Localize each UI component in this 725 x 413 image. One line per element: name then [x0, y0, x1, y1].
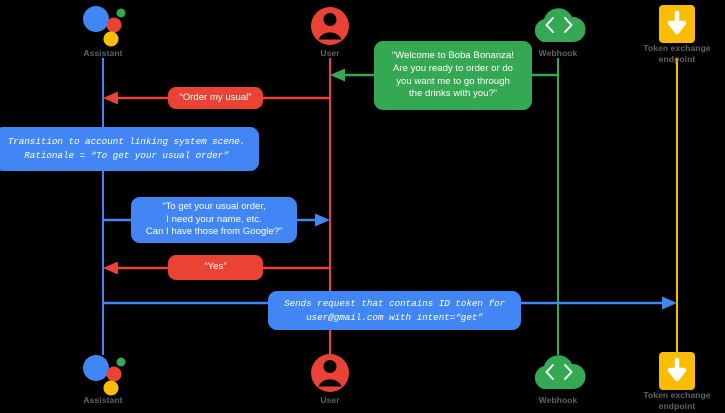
message-line: I need your name, etc. — [166, 213, 262, 225]
message-bubble-order-my-usual: “Order my usual” — [168, 87, 263, 109]
message-line: Rationale = “To get your usual order” — [24, 150, 229, 161]
user-label-text-bottom: User — [320, 395, 340, 405]
message-bubble-transition-note: Transition to account linking system sce… — [0, 127, 259, 171]
endpoint-label-line1: Token exchange — [643, 43, 711, 53]
assistant-label-text: Assistant — [83, 48, 123, 58]
message-bubble-yes: “Yes” — [168, 255, 263, 280]
webhook-label-text: Webhook — [538, 48, 578, 58]
webhook-label-text-bottom: Webhook — [538, 395, 578, 405]
google-assistant-icon — [83, 6, 126, 47]
endpoint-label-line2: endpoint — [658, 54, 696, 64]
message-line: Are you ready to order or do — [393, 62, 513, 74]
message-bubble-need-your-name: “To get your usual order, I need your na… — [131, 197, 297, 243]
message-bubble-sends-request: Sends request that contains ID token for… — [268, 291, 521, 330]
message-line: Transition to account linking system sce… — [7, 136, 246, 147]
actor-label-endpoint-top: Token exchange endpoint — [622, 43, 725, 65]
message-line: Sends request that contains ID token for — [283, 297, 506, 309]
endpoint-label-line1-bottom: Token exchange — [643, 390, 711, 400]
actor-label-endpoint-bottom: Token exchange endpoint — [622, 390, 725, 412]
actor-label-assistant-top: Assistant — [48, 48, 158, 59]
message-line: “Order my usual” — [179, 91, 252, 103]
actor-label-user-bottom: User — [275, 395, 385, 406]
actor-label-webhook-top: Webhook — [503, 48, 613, 59]
message-bubble-welcome: “Welcome to Boba Bonanza! Are you ready … — [374, 41, 532, 110]
user-label-text: User — [320, 48, 340, 58]
endpoint-label-line2-bottom: endpoint — [658, 401, 696, 411]
message-line: Can I have those from Google?” — [145, 226, 283, 238]
download-box-icon-bottom — [659, 352, 695, 390]
message-line: “Welcome to Boba Bonanza! — [392, 50, 514, 62]
message-line: you want me to go through — [396, 75, 510, 87]
message-line: “Yes” — [204, 261, 227, 273]
message-line: “To get your usual order, — [162, 201, 266, 213]
user-avatar-icon — [311, 7, 349, 45]
cloud-code-icon — [534, 8, 586, 43]
message-line: user@gmail.com with intent=“get” — [306, 311, 483, 323]
cloud-code-icon-bottom — [534, 355, 586, 389]
actor-label-webhook-bottom: Webhook — [503, 395, 613, 406]
message-line: the drinks with you?” — [409, 88, 497, 100]
assistant-label-text-bottom: Assistant — [83, 395, 123, 405]
user-avatar-icon-bottom — [311, 354, 349, 392]
actor-label-user-top: User — [275, 48, 385, 59]
download-box-icon — [659, 5, 695, 43]
actor-label-assistant-bottom: Assistant — [48, 395, 158, 406]
google-assistant-icon-bottom — [83, 355, 126, 396]
